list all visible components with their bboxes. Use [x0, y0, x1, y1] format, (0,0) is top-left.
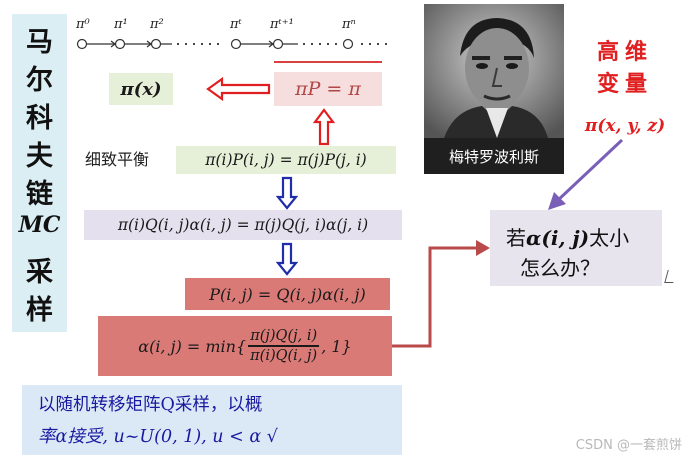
p-definition-box: P(i, j) = Q(i, j)α(i, j) — [185, 278, 390, 310]
chain-state-label: πᵗ — [229, 17, 243, 32]
fraction-bar — [248, 345, 320, 347]
hollow-up-arrow-icon — [313, 108, 335, 146]
portrait-caption: 梅特罗波利斯 — [424, 138, 564, 174]
question-line1: 若α(i, j)太小 — [506, 222, 629, 251]
title-char: 科 — [26, 103, 53, 134]
chain-state-label: πⁿ — [341, 17, 356, 32]
detailed-balance-equation: π(i)P(i, j) = π(j)P(j, i) — [176, 146, 396, 174]
detailed-balance-label: 细致平衡 — [85, 150, 150, 169]
bottom-note-line2: 率α接受, u~U(0, 1), u < α √ — [38, 427, 278, 447]
question-prefix: 若 — [506, 226, 526, 250]
title-char: 样 — [26, 295, 53, 326]
q-alpha-balance-equation: π(i)Q(i, j)α(i, j) = π(j)Q(j, i)α(j, i) — [84, 210, 402, 240]
high-dim-label: 高维 变量 — [584, 36, 666, 100]
title-char: 夫 — [26, 141, 53, 172]
question-suffix: 太小 — [589, 226, 630, 250]
alpha-fraction: π(j)Q(j, i) π(i)Q(i, j) — [248, 328, 320, 364]
chain-state-label: π¹ — [113, 17, 128, 32]
alpha-lhs: α(i, j) = min{ — [138, 336, 247, 356]
chain-state-label: π² — [149, 17, 164, 32]
title-char: 链 — [26, 179, 53, 210]
purple-arrow-icon — [548, 138, 624, 210]
title-char: 马 — [26, 27, 53, 58]
chain-state-label: π⁰ — [75, 17, 91, 32]
hollow-down-arrow-icon — [276, 242, 298, 276]
title-char: 采 — [26, 257, 53, 288]
bottom-note-box: 以随机转移矩阵Q采样，以概 率α接受, u~U(0, 1), u < α √ — [22, 385, 402, 455]
markov-chain-sketch: π⁰ π¹ π² πᵗ πᵗ⁺¹ πⁿ — [75, 17, 388, 50]
pi-x-box: π(x) — [109, 73, 173, 105]
bottom-note-line1: 以随机转移矩阵Q采样，以概 — [38, 395, 263, 415]
high-dim-math: π(x, y, z) — [584, 116, 666, 136]
hollow-left-arrow-icon — [206, 76, 271, 102]
cursor-icon — [664, 270, 677, 283]
title-char-mc: MC — [18, 212, 61, 238]
title-char: 尔 — [26, 65, 53, 96]
connector-arrow-icon — [392, 240, 490, 348]
alpha-numerator: π(j)Q(j, i) — [250, 328, 318, 345]
question-box: 若α(i, j)太小 怎么办？ — [490, 210, 662, 286]
question-math: α(i, j) — [526, 226, 590, 250]
stationary-equation-box: πP = π — [274, 72, 382, 106]
watermark: CSDN @一套煎饼 — [575, 438, 682, 453]
hollow-down-arrow-icon — [276, 176, 298, 210]
high-dim-line2: 变量 — [596, 71, 653, 97]
high-dim-line1: 高维 — [596, 39, 653, 65]
alpha-definition-box: α(i, j) = min{ π(j)Q(j, i) π(i)Q(i, j) ,… — [98, 316, 392, 376]
vertical-title-bar: 马 尔 科 夫 链 MC 采 样 — [12, 14, 67, 332]
alpha-tail: , 1} — [321, 336, 352, 356]
alpha-denominator: π(i)Q(i, j) — [250, 347, 318, 364]
question-line2: 怎么办？ — [520, 256, 600, 280]
metropolis-portrait — [424, 4, 564, 174]
chain-state-label: πᵗ⁺¹ — [269, 17, 294, 32]
divider-line — [274, 61, 382, 63]
portrait-image — [424, 4, 564, 138]
